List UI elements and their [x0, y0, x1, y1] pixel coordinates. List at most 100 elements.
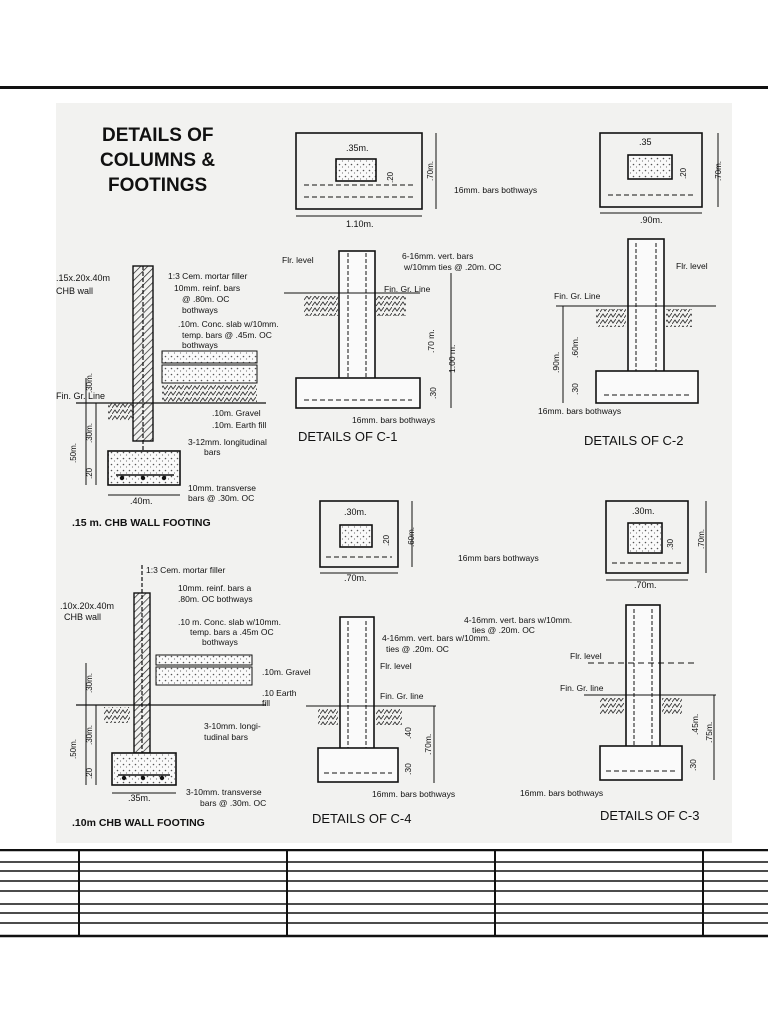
title-block [0, 848, 768, 939]
svg-text:.40m.: .40m. [130, 496, 153, 506]
svg-text:16mm bars bothways: 16mm bars bothways [458, 553, 539, 563]
svg-text:COLUMNS &: COLUMNS & [100, 150, 215, 171]
svg-text:CHB wall: CHB wall [56, 286, 93, 296]
svg-text:.35: .35 [639, 137, 652, 147]
c4-plan-section: .30m. .20 .60m. .70m. 16mm bars bothways [319, 500, 539, 583]
c1-plan-section: .35m. .20 .70m. 1.10m. 16mm. bars bothwa… [295, 132, 537, 229]
svg-text:Flr. level: Flr. level [282, 255, 314, 265]
svg-text:4-16mm. vert. bars w/10mm.: 4-16mm. vert. bars w/10mm. [464, 615, 572, 625]
svg-text:.20: .20 [382, 534, 391, 546]
svg-text:.70 m.: .70 m. [426, 329, 436, 353]
svg-text:.10 m. Conc. slab w/10mm.: .10 m. Conc. slab w/10mm. [178, 617, 281, 627]
svg-text:.30: .30 [688, 759, 698, 771]
svg-text:Fin. Gr. Line: Fin. Gr. Line [56, 391, 105, 401]
svg-text:1:3 Cem. mortar filler: 1:3 Cem. mortar filler [146, 565, 226, 575]
sheet-top-border [0, 86, 768, 89]
svg-text:.70m.: .70m. [344, 573, 367, 583]
c1-elevation: Flr. level 6-16mm. vert. bars w/10mm tie… [282, 250, 501, 444]
svg-text:Fin. Gr. Line: Fin. Gr. Line [384, 284, 431, 294]
svg-text:1.10m.: 1.10m. [346, 219, 374, 229]
svg-text:.80m. OC bothways: .80m. OC bothways [178, 594, 253, 604]
svg-text:16mm. bars bothways: 16mm. bars bothways [352, 415, 435, 425]
svg-text:CHB wall: CHB wall [64, 612, 101, 622]
svg-text:.90m.: .90m. [551, 352, 561, 373]
svg-text:1:3 Cem. mortar filler: 1:3 Cem. mortar filler [168, 271, 248, 281]
svg-text:bars @ .30m. OC: bars @ .30m. OC [188, 493, 254, 503]
svg-text:.30m.: .30m. [85, 423, 94, 443]
svg-text:.40: .40 [403, 727, 413, 739]
svg-text:16mm. bars bothways: 16mm. bars bothways [538, 406, 621, 416]
svg-text:ties @ .20m. OC: ties @ .20m. OC [386, 644, 449, 654]
svg-text:.15x.20x.40m: .15x.20x.40m [56, 273, 110, 283]
svg-text:ties @ .20m. OC: ties @ .20m. OC [472, 625, 535, 635]
svg-text:.20: .20 [85, 767, 94, 779]
svg-text:.35m.: .35m. [346, 143, 369, 153]
svg-text:.35m.: .35m. [128, 793, 151, 803]
svg-text:@ .80m. OC: @ .80m. OC [182, 294, 229, 304]
svg-text:.70m.: .70m. [714, 161, 723, 181]
svg-text:.10m CHB WALL FOOTING: .10m CHB WALL FOOTING [72, 817, 205, 829]
c3-plan-section: .30m. .30 .70m. .70m. [605, 500, 707, 590]
svg-text:.30: .30 [570, 383, 580, 395]
svg-text:DETAILS OF C-4: DETAILS OF C-4 [312, 811, 411, 826]
svg-text:.75m.: .75m. [704, 722, 714, 743]
svg-text:fill: fill [262, 698, 270, 708]
svg-text:3-10mm. longi-: 3-10mm. longi- [204, 721, 261, 731]
c4-elevation: 4-16mm. vert. bars w/10mm. ties @ .20m. … [306, 615, 572, 826]
wall-footing-15-detail: .15x.20x.40m CHB wall 1:3 Cem. mortar fi… [56, 265, 279, 529]
svg-text:.50m.: .50m. [69, 739, 78, 759]
svg-text:.70m.: .70m. [423, 734, 433, 755]
svg-text:16mm. bars bothways: 16mm. bars bothways [454, 185, 537, 195]
svg-text:.10m. Gravel: .10m. Gravel [262, 667, 311, 677]
svg-text:10mm. reinf. bars a: 10mm. reinf. bars a [178, 583, 251, 593]
svg-text:bothways: bothways [182, 340, 218, 350]
svg-text:.10m. Earth fill: .10m. Earth fill [212, 420, 266, 430]
svg-text:Fin. Gr. line: Fin. Gr. line [380, 691, 424, 701]
svg-text:.15 m. CHB WALL FOOTING: .15 m. CHB WALL FOOTING [72, 517, 211, 529]
svg-text:16mm. bars bothways: 16mm. bars bothways [372, 789, 455, 799]
c2-elevation: Flr. level Fin. Gr. Line .90m. .60m. .30… [538, 238, 716, 448]
svg-text:.30: .30 [428, 387, 438, 399]
svg-text:1.00 m.: 1.00 m. [447, 345, 457, 373]
svg-text:10mm. transverse: 10mm. transverse [188, 483, 256, 493]
svg-text:3-12mm. longitudinal: 3-12mm. longitudinal [188, 437, 267, 447]
svg-text:6-16mm. vert. bars: 6-16mm. vert. bars [402, 251, 473, 261]
svg-text:temp. bars @ .45m. OC: temp. bars @ .45m. OC [182, 330, 272, 340]
svg-text:.70m.: .70m. [634, 580, 657, 590]
svg-text:.30m.: .30m. [344, 507, 367, 517]
wall-footing-10-detail: .10x.20x.40m CHB wall 1:3 Cem. mortar fi… [60, 565, 311, 829]
svg-text:bothways: bothways [182, 305, 218, 315]
svg-text:.30m.: .30m. [85, 673, 94, 693]
svg-text:.20: .20 [85, 467, 94, 479]
svg-text:.70m.: .70m. [426, 161, 435, 181]
svg-text:bars: bars [204, 447, 221, 457]
svg-text:.30: .30 [403, 763, 413, 775]
svg-text:Flr. level: Flr. level [676, 261, 708, 271]
svg-text:bothways: bothways [202, 637, 238, 647]
details-drawing: DETAILS OF COLUMNS & FOOTINGS .15x.20x.4… [56, 103, 732, 843]
svg-text:4-16mm. vert. bars w/10mm.: 4-16mm. vert. bars w/10mm. [382, 633, 490, 643]
svg-text:DETAILS OF: DETAILS OF [102, 125, 214, 146]
svg-text:Fin. Gr. Line: Fin. Gr. Line [554, 291, 601, 301]
c3-elevation: Flr. level Fin. Gr. line .45m. .75m. .30… [520, 604, 716, 823]
svg-text:.30m.: .30m. [85, 373, 94, 393]
svg-text:.70m.: .70m. [697, 529, 706, 549]
svg-text:.10m. Conc. slab w/10mm.: .10m. Conc. slab w/10mm. [178, 319, 279, 329]
svg-text:.45m.: .45m. [690, 714, 700, 735]
svg-text:tudinal bars: tudinal bars [204, 732, 248, 742]
svg-text:.30m.: .30m. [632, 506, 655, 516]
drawing-title: DETAILS OF COLUMNS & FOOTINGS [100, 125, 215, 196]
svg-text:.60m.: .60m. [407, 527, 416, 547]
svg-text:.60m.: .60m. [570, 337, 580, 358]
svg-text:.10x.20x.40m: .10x.20x.40m [60, 601, 114, 611]
svg-text:.20: .20 [679, 167, 688, 179]
svg-text:Flr. level: Flr. level [570, 651, 602, 661]
svg-text:.10 Earth: .10 Earth [262, 688, 297, 698]
svg-text:10mm. reinf. bars: 10mm. reinf. bars [174, 283, 240, 293]
svg-text:16mm. bars bothways: 16mm. bars bothways [520, 788, 603, 798]
svg-text:bars @ .30m. OC: bars @ .30m. OC [200, 798, 266, 808]
svg-text:Flr. level: Flr. level [380, 661, 412, 671]
svg-text:FOOTINGS: FOOTINGS [108, 175, 207, 196]
svg-text:.10m. Gravel: .10m. Gravel [212, 408, 261, 418]
svg-text:.30m.: .30m. [85, 725, 94, 745]
